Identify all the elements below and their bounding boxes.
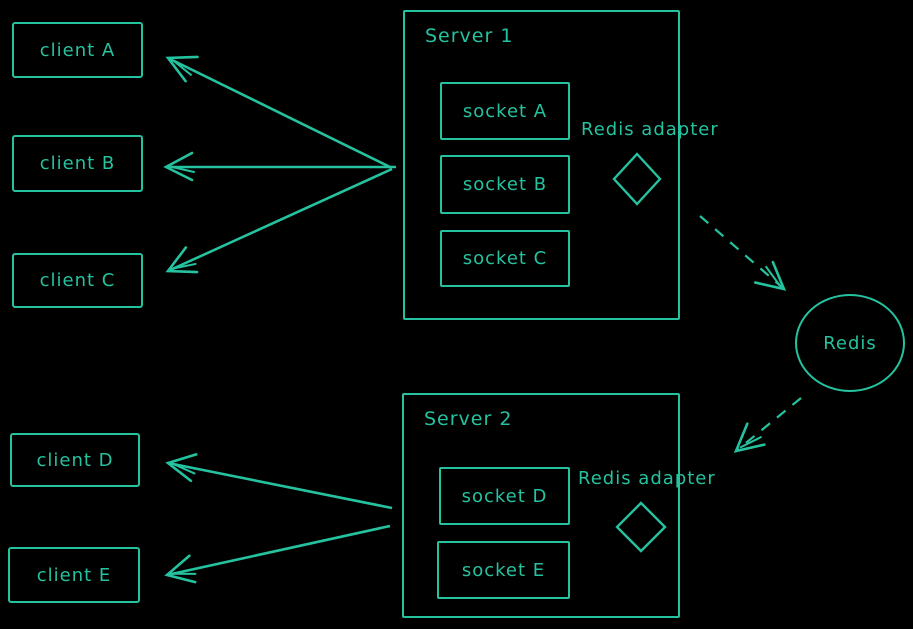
server1-title: Server 1 (425, 25, 514, 47)
socket-a-node: socket A (440, 82, 570, 140)
server1-redis-adapter-label: Redis adapter (581, 119, 719, 140)
socket-c-node: socket C (440, 230, 570, 287)
arrow-server2-to-client-d (165, 453, 393, 510)
client-d-node: client D (10, 433, 140, 487)
server2-redis-adapter-label: Redis adapter (578, 468, 716, 489)
arrow-server2-to-client-e (164, 524, 391, 584)
server1-node: Server 1 socket A socket B socket C (403, 10, 680, 320)
client-a-node: client A (12, 22, 143, 78)
redis-label: Redis (823, 332, 877, 354)
dashed-arrow-redis-to-server2 (733, 397, 802, 453)
socket-e-label: socket E (461, 559, 546, 581)
socket-c-label: socket C (462, 248, 548, 269)
server2-title: Server 2 (424, 408, 513, 430)
redis-adapter-diamond-icon (612, 152, 662, 206)
arrow-server1-to-client-a (165, 55, 393, 170)
dashed-arrow-server1-to-redis (699, 215, 787, 291)
client-b-node: client B (12, 135, 143, 192)
client-b-label: client B (39, 153, 116, 174)
client-e-label: client E (36, 564, 112, 586)
socket-b-node: socket B (440, 155, 570, 214)
redis-node: Redis (795, 294, 905, 392)
socket-e-node: socket E (437, 541, 570, 599)
client-d-label: client D (36, 449, 114, 471)
socket-d-label: socket D (461, 485, 548, 507)
client-e-node: client E (8, 547, 140, 603)
client-c-label: client C (39, 270, 116, 291)
client-a-label: client A (39, 39, 116, 61)
server2-node: Server 2 socket D socket E (402, 393, 680, 618)
arrow-server1-to-client-c (165, 167, 393, 274)
socket-d-node: socket D (439, 467, 570, 525)
client-c-node: client C (12, 253, 143, 308)
redis-adapter-diamond-icon (615, 501, 667, 553)
socket-b-label: socket B (462, 174, 548, 195)
socket-a-label: socket A (462, 100, 548, 122)
